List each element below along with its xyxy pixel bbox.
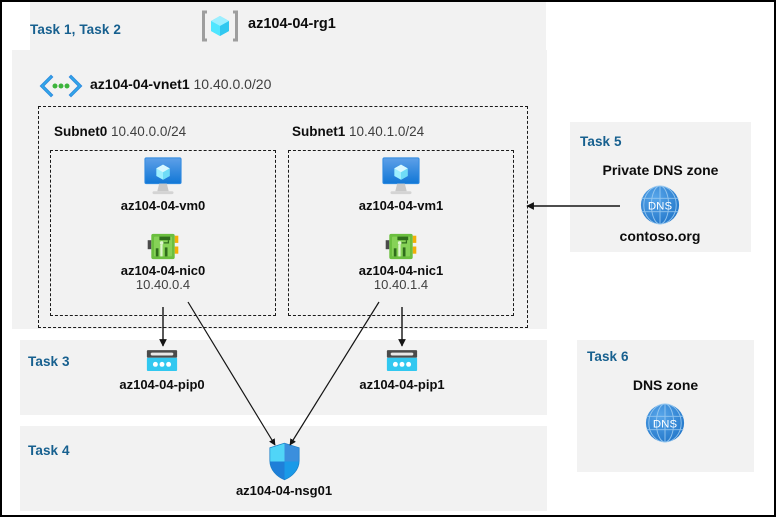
subnet1-box: [288, 150, 514, 316]
pip0-name: az104-04-pip0: [119, 377, 205, 392]
resource-group-name: az104-04-rg1: [248, 16, 336, 32]
resource-group-box: [12, 50, 547, 329]
dns-zone-icon: DNS: [605, 402, 725, 444]
nic0-name: az104-04-nic0: [120, 263, 206, 278]
nic0-ip: 10.40.0.4: [135, 277, 191, 292]
vnet-title: az104-04-vnet1 10.40.0.0/20: [90, 76, 271, 92]
virtual-network-icon: [38, 74, 84, 98]
subnet0-prefix: 10.40.0.0/24: [111, 124, 187, 139]
public-ip-address-icon: [102, 348, 222, 375]
node-pip1[interactable]: az104-04-pip1: [342, 348, 462, 392]
network-interface-icon: [103, 232, 223, 261]
vnet-box: [38, 106, 528, 328]
task3-panel: [20, 340, 547, 415]
dns-zone-heading: DNS zone: [632, 377, 699, 393]
nic1-ip: 10.40.1.4: [373, 277, 429, 292]
vm0-name: az104-04-vm0: [120, 198, 206, 213]
node-pip0[interactable]: az104-04-pip0: [102, 348, 222, 392]
task-label-6: Task 6: [587, 349, 629, 364]
task-label-4: Task 4: [28, 443, 70, 458]
node-nsg[interactable]: az104-04-nsg01: [224, 442, 344, 498]
task-label-1-2: Task 1, Task 2: [30, 22, 121, 37]
dns-zone-icon: DNS: [600, 184, 720, 226]
nsg-name: az104-04-nsg01: [235, 483, 333, 498]
node-nic0[interactable]: az104-04-nic0 10.40.0.4: [103, 232, 223, 292]
node-dns-zone[interactable]: DNS: [605, 402, 725, 444]
network-interface-icon: [341, 232, 461, 261]
subnet0-name: Subnet0: [54, 124, 108, 139]
subnet1-name: Subnet1: [292, 124, 346, 139]
public-ip-address-icon: [342, 348, 462, 375]
private-dns-zone-heading: Private DNS zone: [602, 162, 719, 178]
virtual-machine-icon: [341, 156, 461, 196]
subnet1-prefix: 10.40.1.0/24: [349, 124, 425, 139]
pip1-name: az104-04-pip1: [359, 377, 445, 392]
vnet-address-space: 10.40.0.0/20: [193, 76, 272, 92]
node-nic1[interactable]: az104-04-nic1 10.40.1.4: [341, 232, 461, 292]
virtual-machine-icon: [103, 156, 223, 196]
vnet-name: az104-04-vnet1: [90, 76, 190, 92]
network-security-group-icon: [224, 442, 344, 481]
resource-group-header-band: [30, 2, 546, 50]
private-dns-zone-name: contoso.org: [619, 228, 701, 244]
svg-text:DNS: DNS: [653, 418, 678, 430]
task-label-3: Task 3: [28, 354, 70, 369]
node-vm1[interactable]: az104-04-vm1: [341, 156, 461, 213]
svg-text:DNS: DNS: [648, 200, 673, 212]
subnet0-title: Subnet0 10.40.0.0/24: [54, 124, 186, 139]
subnet1-title: Subnet1 10.40.1.0/24: [292, 124, 424, 139]
node-vm0[interactable]: az104-04-vm0: [103, 156, 223, 213]
vm1-name: az104-04-vm1: [358, 198, 444, 213]
node-private-dns-zone[interactable]: DNS contoso.org: [600, 184, 720, 244]
task-label-5: Task 5: [580, 134, 622, 149]
nic1-name: az104-04-nic1: [358, 263, 444, 278]
resource-group-icon: [202, 9, 238, 43]
